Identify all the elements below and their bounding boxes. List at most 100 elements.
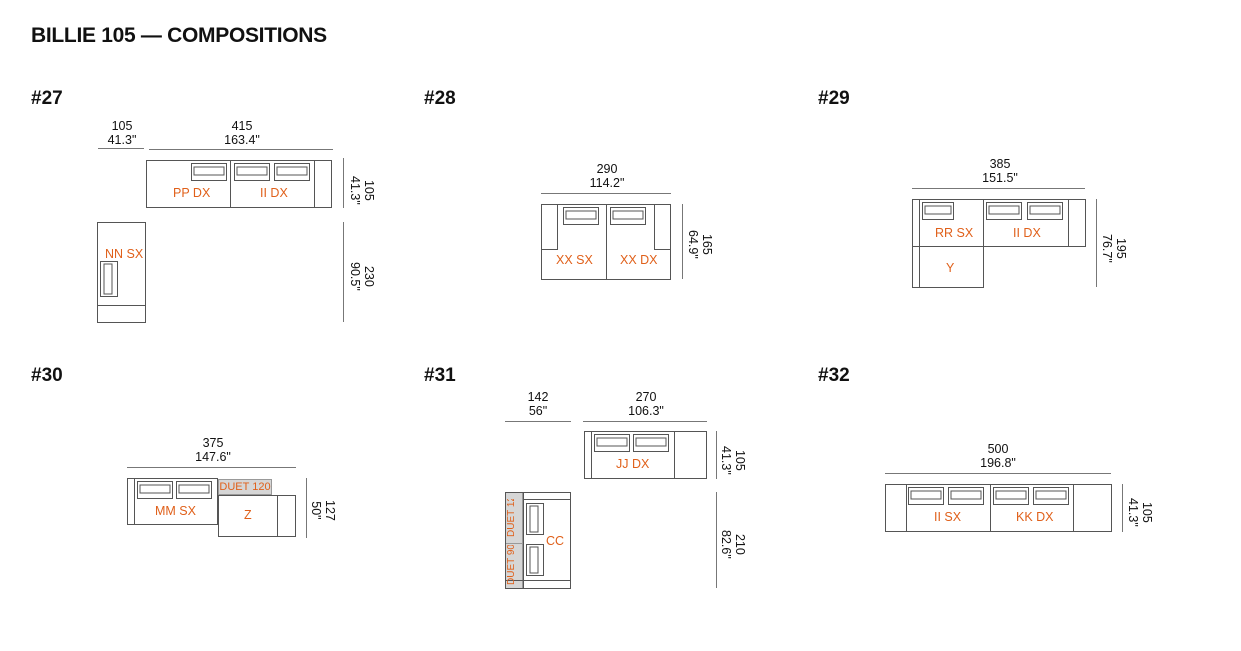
dimension-line — [343, 158, 344, 208]
module-divider — [674, 432, 675, 478]
module-divider — [1073, 485, 1074, 531]
cushion-icon — [948, 487, 984, 505]
cushion-icon — [610, 207, 646, 225]
cushion-icon — [1027, 202, 1063, 220]
cushion-icon — [274, 163, 310, 181]
composition-number: #28 — [424, 88, 456, 109]
sofa-module-group: XX SX XX DX — [541, 204, 671, 280]
composition-number: #31 — [424, 365, 456, 386]
module-divider — [1068, 200, 1069, 246]
duet-accessory-label: DUET 90 — [506, 545, 517, 585]
dimension-line — [716, 431, 717, 479]
module-label: Z — [244, 508, 252, 522]
sofa-module-group: JJ DX — [584, 431, 707, 479]
module-label: II DX — [260, 186, 288, 200]
module-divider — [277, 496, 278, 536]
module-divider — [983, 200, 984, 246]
armrest — [654, 205, 670, 250]
dimension-line — [127, 467, 296, 468]
module-label: NN SX — [105, 247, 144, 261]
module-divider — [606, 205, 607, 279]
dimension-line — [343, 222, 344, 322]
dimension-line — [716, 492, 717, 588]
armrest — [128, 479, 135, 524]
cushion-icon — [594, 434, 630, 452]
module-divider — [314, 161, 315, 207]
duet-accessory-label-box: DUET 90 — [505, 545, 522, 587]
cushion-icon — [908, 487, 944, 505]
dimension-line — [505, 421, 571, 422]
cushion-icon — [137, 481, 173, 499]
dimension-line — [885, 473, 1111, 474]
duet-accessory-label-box: DUET 120 — [505, 499, 522, 539]
cushion-icon — [563, 207, 599, 225]
module-label: XX DX — [620, 253, 658, 267]
duet-accessory: DUET 120 — [218, 479, 272, 495]
module-divider — [230, 161, 231, 207]
module-label: PP DX — [173, 186, 211, 200]
cushion-icon — [100, 261, 118, 297]
module-divider — [990, 485, 991, 531]
dimension-line — [682, 204, 683, 279]
cushion-icon — [234, 163, 270, 181]
cushion-icon — [993, 487, 1029, 505]
dimension-line — [912, 188, 1085, 189]
module-label: MM SX — [155, 504, 196, 518]
armrest — [913, 200, 920, 246]
armrest — [585, 432, 592, 478]
module-label: II DX — [1013, 226, 1041, 240]
module-label: RR SX — [935, 226, 974, 240]
module-label: JJ DX — [616, 457, 650, 471]
armrest — [523, 493, 570, 500]
module-divider — [506, 580, 570, 581]
module-label: XX SX — [556, 253, 593, 267]
cushion-icon — [1033, 487, 1069, 505]
duet-accessory — [506, 493, 523, 588]
cushion-icon — [922, 202, 954, 220]
cushion-icon — [176, 481, 212, 499]
armrest — [913, 247, 920, 287]
module-label: Y — [946, 261, 955, 275]
composition-number: #29 — [818, 88, 850, 109]
sofa-module-group: RR SX II DX — [912, 199, 1086, 247]
dimension-line — [149, 149, 333, 150]
armrest — [542, 205, 558, 250]
composition-number: #32 — [818, 365, 850, 386]
composition-number: #30 — [31, 365, 63, 386]
cushion-icon — [191, 163, 227, 181]
dimension-line — [541, 193, 671, 194]
module-divider — [276, 495, 296, 496]
module-divider — [506, 543, 523, 544]
module-divider — [523, 493, 524, 588]
sofa-module-group: II SX KK DX — [885, 484, 1112, 532]
dimension-line — [1122, 484, 1123, 532]
cushion-icon — [526, 503, 544, 535]
composition-number: #27 — [31, 88, 63, 109]
dimension-line — [583, 421, 707, 422]
cushion-icon — [526, 544, 544, 576]
module-label: II SX — [934, 510, 962, 524]
duet-accessory-label: DUET 120 — [506, 499, 517, 537]
module-label: KK DX — [1016, 510, 1054, 524]
sofa-module-group: Y — [912, 246, 984, 288]
dimension-line — [1096, 199, 1097, 287]
sofa-module-group: Z — [218, 495, 296, 537]
dimension-line — [306, 478, 307, 538]
dimension-line — [98, 148, 144, 149]
sofa-module-group: CC — [505, 492, 571, 589]
